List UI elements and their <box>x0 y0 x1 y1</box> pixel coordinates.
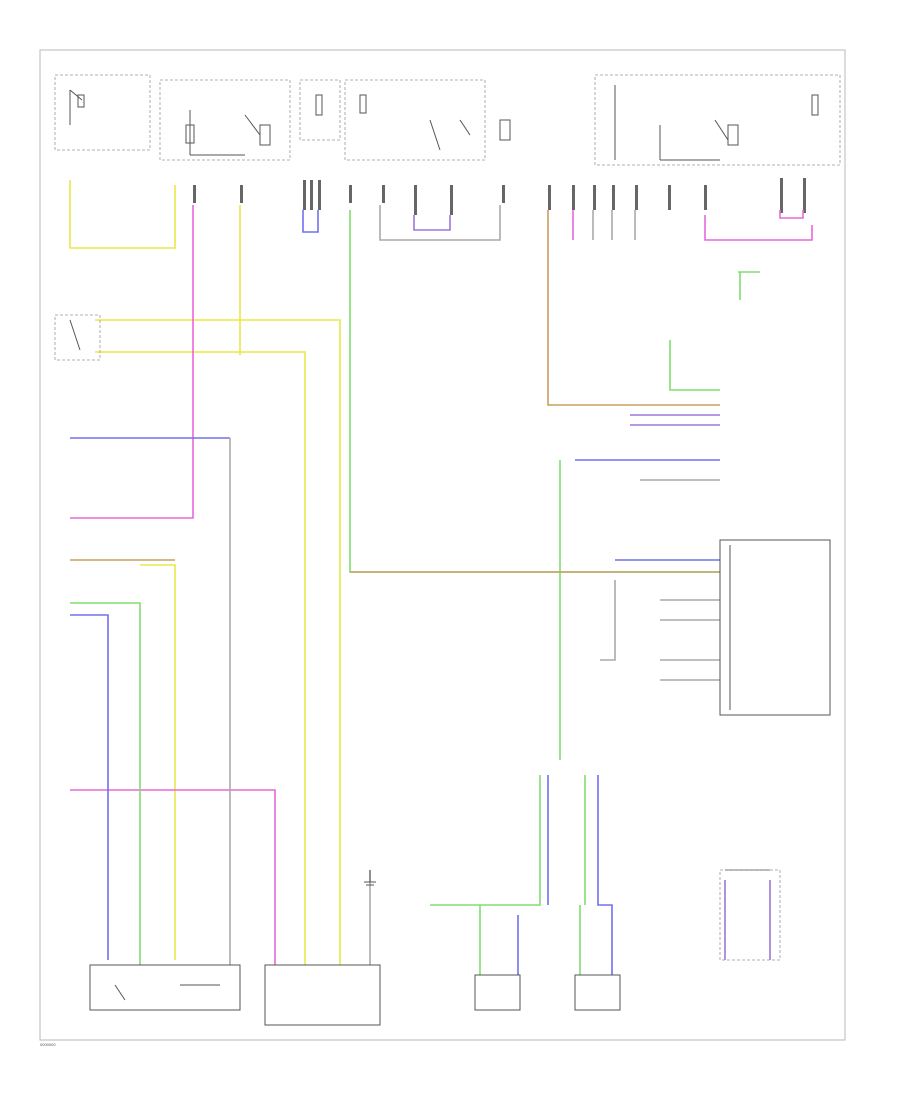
wire-orange-main <box>547 210 720 406</box>
sensor-left <box>474 974 521 1011</box>
modules <box>54 314 831 1026</box>
wire-green-mid <box>70 602 141 965</box>
wire-violet-mid <box>630 414 720 426</box>
wire-green-pcm <box>349 210 720 573</box>
relay-box-1 <box>159 79 291 161</box>
bottom-left-module <box>89 964 241 1011</box>
wire-yellow-pss-1 <box>95 319 341 965</box>
top-fuse-relay-area <box>54 74 841 166</box>
wire-yellow-left-loop <box>69 180 176 249</box>
switch-left <box>54 314 101 361</box>
wire-pink-left <box>70 205 194 519</box>
wire-yellow-bottom-left <box>140 564 176 960</box>
right-relay-box <box>594 74 841 166</box>
wire-blue-bottom-left <box>70 614 109 960</box>
wire-pink-top-right <box>704 215 813 241</box>
wire-blue-loop <box>302 210 319 233</box>
wires <box>69 180 813 975</box>
diagram-frame <box>39 49 846 1041</box>
bottom-center-module <box>264 964 381 1026</box>
wire-yellow-pss-2 <box>95 351 306 965</box>
ground-symbol <box>364 870 376 886</box>
fuse-box-3 <box>344 79 486 161</box>
wire-blue-bottom-2 <box>597 775 613 975</box>
wire-pink-bottom <box>70 789 276 965</box>
wire-pink-loop <box>779 210 804 219</box>
footer-code: 0000000 <box>40 1042 56 1047</box>
wire-gray-3 <box>600 580 616 661</box>
top-left-fuse-box <box>54 74 151 151</box>
wire-gray-2 <box>379 205 501 241</box>
top-connectors <box>193 178 806 215</box>
pcm-box <box>719 539 831 716</box>
sensor-right <box>574 974 621 1011</box>
wire-green-bottom <box>430 775 541 975</box>
wire-green-bottom-2 <box>579 775 586 975</box>
fuse-box-2 <box>299 79 341 141</box>
wire-green-right <box>669 271 760 391</box>
bottom-right-module <box>719 869 781 961</box>
wire-violet-loop <box>413 215 451 231</box>
wire-gray-5 <box>660 599 720 681</box>
wire-gray-8 <box>592 210 636 240</box>
